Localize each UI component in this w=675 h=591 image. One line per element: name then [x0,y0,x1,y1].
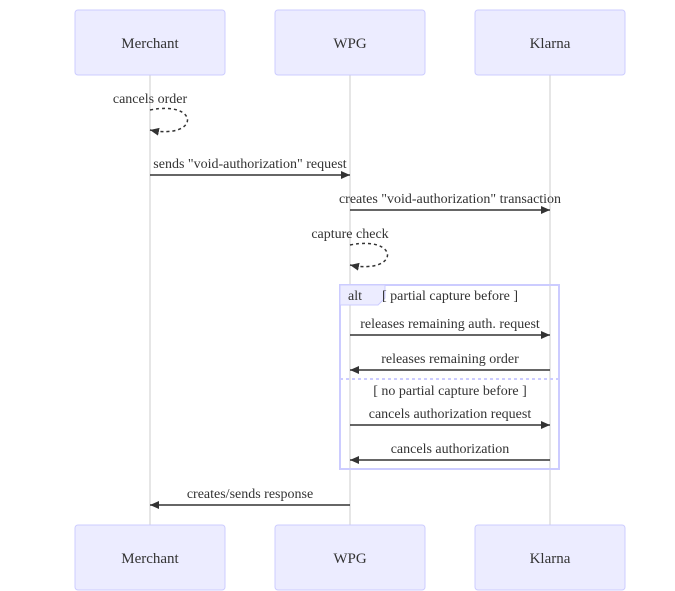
message-arrow [349,242,389,271]
message-label: cancels order [113,92,188,107]
message-cancels-order: cancels order [113,92,189,136]
actor-label: Klarna [530,551,571,567]
message-releases-remaining-order: releases remaining order [350,352,550,374]
message-arrow [149,107,189,136]
actor-wpg-bottom: WPG [274,524,426,591]
alt-else-condition: [ no partial capture before ] [373,384,527,399]
message-label: sends "void-authorization" request [153,157,346,172]
alt-condition: [ partial capture before ] [382,289,518,304]
message-label: releases remaining order [381,352,519,367]
actor-merchant-top: Merchant [74,9,226,76]
message-releases-remaining-auth: releases remaining auth. request [350,317,550,339]
actor-merchant-bottom: Merchant [74,524,226,591]
message-label: releases remaining auth. request [360,317,540,332]
actor-klarna-top: Klarna [474,9,626,76]
message-cancels-authorization: cancels authorization [350,442,550,464]
alt-keyword: alt [348,289,362,304]
message-capture-check: capture check [311,227,389,271]
message-label: creates "void-authorization" transaction [339,192,561,207]
message-void-auth-transaction: creates "void-authorization" transaction [339,192,561,214]
actor-label: Merchant [121,551,179,567]
message-cancels-auth-request: cancels authorization request [350,407,550,429]
message-label: capture check [311,227,388,242]
message-label: cancels authorization [391,442,510,457]
message-creates-sends-response: creates/sends response [150,487,350,509]
message-label: creates/sends response [187,487,313,502]
alt-label-box [339,284,386,306]
actor-klarna-bottom: Klarna [474,524,626,591]
message-label: cancels authorization request [369,407,532,422]
message-void-auth-request: sends "void-authorization" request [150,157,350,179]
alt-frame [339,284,560,470]
actor-label: WPG [333,551,367,567]
actor-wpg-top: WPG [274,9,426,76]
actor-label: Klarna [530,36,571,52]
actor-label: WPG [333,36,367,52]
actor-label: Merchant [121,36,179,52]
alt-block: alt [ partial capture before ] [ no part… [339,284,560,470]
